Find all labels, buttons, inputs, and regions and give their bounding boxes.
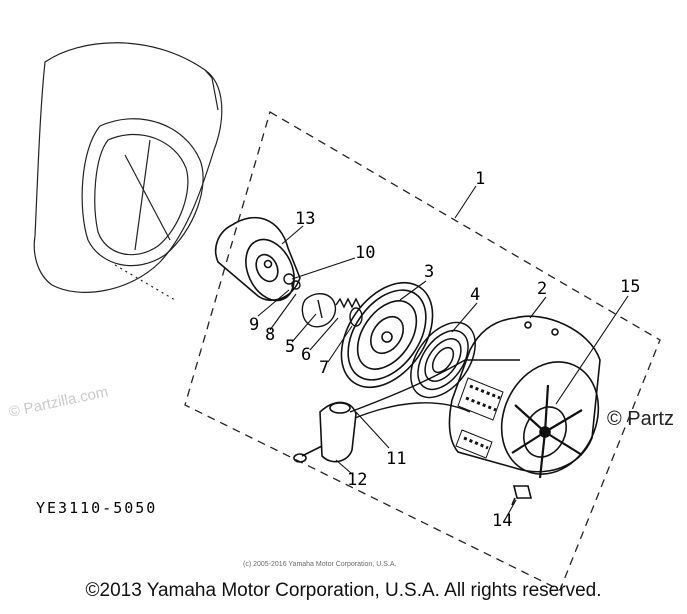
rope-reel (340, 281, 434, 389)
part-label-8: 8 (265, 325, 275, 345)
watermark-small: (c) 2005-2016 Yamaha Motor Corporation, … (243, 561, 396, 568)
small-parts (283, 273, 337, 328)
starter-case (448, 315, 601, 479)
leader-lines (257, 185, 629, 517)
recoil-spring (410, 321, 476, 399)
engine-shroud-outline (33, 42, 223, 301)
bolt (511, 485, 533, 506)
part-label-1: 1 (475, 169, 485, 189)
diagram-code: YE3110-5050 (36, 499, 157, 517)
watermark-left: © Partzilla.com (7, 383, 109, 421)
part-label-10: 10 (355, 243, 375, 263)
part-label-12: 12 (347, 470, 367, 490)
watermark-right: © Partz (607, 408, 674, 430)
part-label-15: 15 (620, 277, 640, 297)
starter-rope (349, 359, 520, 419)
part-label-5: 5 (285, 337, 295, 357)
part-label-14: 14 (492, 511, 512, 531)
part-label-9: 9 (249, 315, 259, 335)
part-label-2: 2 (537, 279, 547, 299)
part-label-7: 7 (319, 358, 329, 378)
copyright-footer: ©2013 Yamaha Motor Corporation, U.S.A. A… (85, 580, 602, 601)
part-label-4: 4 (470, 285, 480, 305)
starter-pulley (214, 216, 301, 302)
part-label-13: 13 (295, 209, 315, 229)
part-label-3: 3 (424, 262, 434, 282)
starter-handle (293, 401, 357, 463)
assembly-boundary (184, 111, 661, 591)
part-label-6: 6 (301, 345, 311, 365)
part-label-11: 11 (386, 449, 406, 469)
part-labels: 1 2 3 4 5 6 7 8 9 10 11 12 13 14 15 (249, 169, 640, 531)
